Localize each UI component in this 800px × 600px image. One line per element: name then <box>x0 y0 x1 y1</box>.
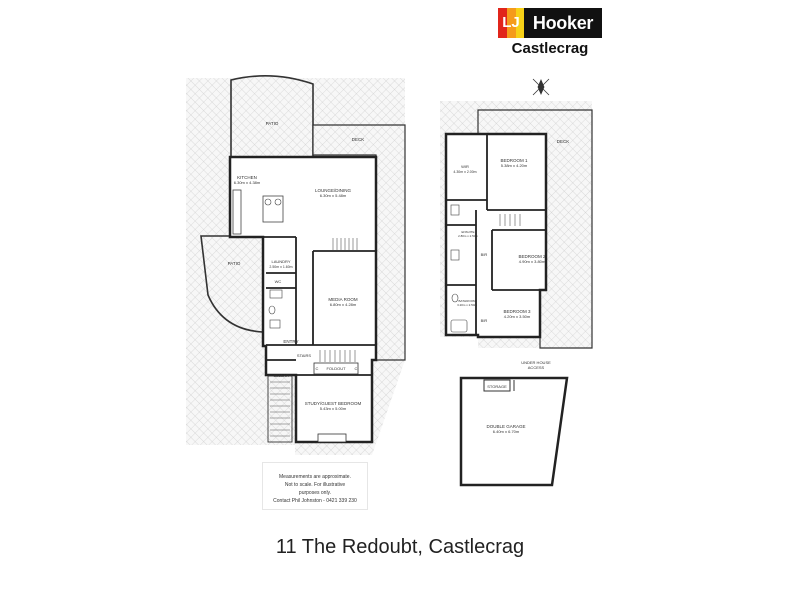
label-ensuite: ENSUITE <box>461 230 474 234</box>
label-wir: WIR <box>461 164 469 169</box>
patio-top-area <box>230 75 314 161</box>
label-entry: ENTRY <box>283 339 298 344</box>
label-bed3-dim: 4.20m x 3.50m <box>504 314 531 319</box>
first-floor-interior <box>444 132 548 339</box>
label-bed2: BEDROOM 2 <box>518 254 546 259</box>
label-deck-left: DECK <box>352 137 365 142</box>
label-media: MEDIA ROOM <box>328 297 358 302</box>
ground-floor: PATIO DECK KITCHEN 6.30m x 4.38m LOUNGE/… <box>186 75 406 455</box>
label-access: ACCESS <box>528 365 545 370</box>
label-garage-dim: 6.40m x 6.70m <box>493 429 520 434</box>
label-ensuite-dim: 2.80m x 2.50m <box>458 234 478 238</box>
garage-level: UNDER HOUSE ACCESS STORAGE DOUBLE GARAGE… <box>459 360 569 487</box>
label-bathroom-dim: 3.20m x 2.50m <box>457 303 477 307</box>
label-cupboard-2: C <box>355 366 358 371</box>
first-floor: DECK WIR 4.30m x 2.00m BEDROOM 1 5.38m x… <box>440 101 593 349</box>
office-name: Castlecrag <box>511 40 589 57</box>
north-arrow-icon <box>532 78 550 96</box>
label-bed1-dim: 5.38m x 4.20m <box>501 163 528 168</box>
label-kitchen-dim: 6.30m x 4.38m <box>234 180 261 185</box>
property-address: 11 The Redoubt, Castlecrag <box>275 536 525 558</box>
label-study: STUDY/GUEST BEDROOM <box>305 401 362 406</box>
logo-red-stripe <box>498 8 507 38</box>
lj-hooker-logo: LJ Hooker <box>498 8 602 38</box>
label-wc: WC <box>275 279 282 284</box>
label-patio-top: PATIO <box>266 121 279 126</box>
label-kitchen: KITCHEN <box>237 175 257 180</box>
label-cellar: CELLAR <box>273 373 289 378</box>
storage-box <box>483 379 511 392</box>
label-bed2-dim: 4.90m x 3.80m <box>519 259 546 264</box>
label-media-dim: 6.80m x 4.28m <box>330 302 357 307</box>
label-storage: STORAGE <box>487 384 507 389</box>
label-bed3: BEDROOM 3 <box>503 309 531 314</box>
label-lounge-dim: 6.30m x 5.48m <box>320 193 347 198</box>
label-lounge: LOUNGE/DINING <box>315 188 352 193</box>
logo-mark: LJ <box>502 14 520 31</box>
label-bir-1: BIR <box>481 252 488 257</box>
label-foldout: FOLDOUT <box>326 366 346 371</box>
logo-wordmark: Hooker <box>524 8 602 38</box>
label-stairs: STAIRS <box>297 353 311 358</box>
label-study-dim: 5.43m x 5.00m <box>320 406 347 411</box>
label-deck-right: DECK <box>557 139 570 144</box>
disclaimer-line-1: Measurements are approximate. <box>279 474 351 480</box>
measurement-disclaimer: Measurements are approximate. Not to sca… <box>262 462 368 510</box>
label-bathroom: BATHROOM <box>458 299 476 303</box>
disclaimer-line-3: purposes only. <box>298 490 332 496</box>
disclaimer-line-2: Not to scale. For illustrative <box>284 482 346 488</box>
label-laundry-dim: 2.50m x 1.60m <box>269 265 292 269</box>
disclaimer-line-4: Contact Phil Johnston - 0421 339 230 <box>273 498 357 504</box>
label-wir-dim: 4.30m x 2.00m <box>453 170 476 174</box>
garage-interior <box>459 376 569 487</box>
label-under-house: UNDER HOUSE <box>521 360 551 365</box>
label-garage: DOUBLE GARAGE <box>486 424 525 429</box>
label-laundry: LAUNDRY <box>271 259 290 264</box>
logo-yellow-stripe <box>516 8 524 38</box>
label-cupboard-1: C <box>316 366 319 371</box>
label-patio-left: PATIO <box>228 261 241 266</box>
label-bed1: BEDROOM 1 <box>500 158 528 163</box>
logo-orange-stripe <box>507 8 516 38</box>
label-bir-2: BIR <box>481 318 488 323</box>
